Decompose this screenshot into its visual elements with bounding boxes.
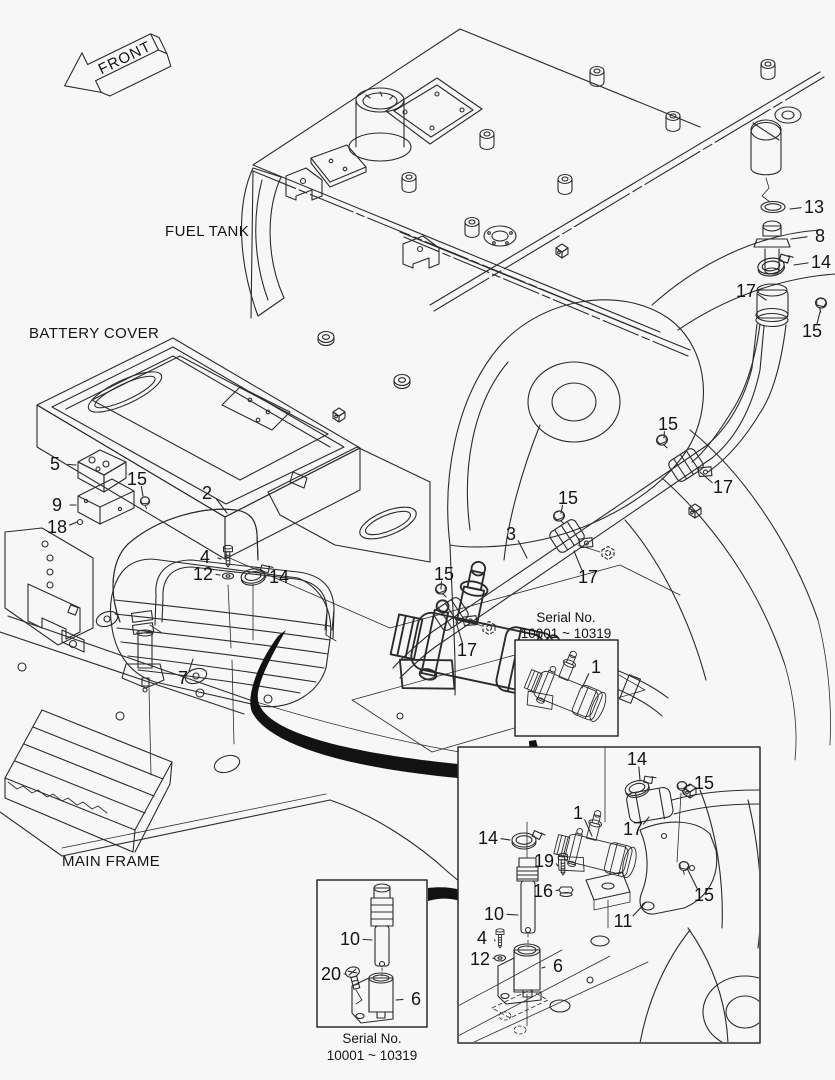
callout-label: 8: [815, 226, 825, 246]
section-label: FUEL TANK: [165, 223, 249, 240]
callout-leader: [140, 485, 144, 497]
detail-inset-right: [457, 746, 761, 1044]
callout-label: 14: [811, 252, 831, 272]
callout-label: 4: [200, 547, 210, 567]
callout-leader: [455, 621, 463, 644]
callout-label: 9: [52, 495, 62, 515]
callout-leader: [687, 783, 692, 787]
cooler-coil-drawing: [95, 508, 337, 708]
callout-leader: [395, 998, 404, 1001]
callout-label: 1: [573, 803, 583, 823]
callout-label: 17: [457, 640, 477, 660]
front-direction-arrow: FRONT: [64, 33, 172, 97]
callout-label: 17: [713, 477, 733, 497]
serial-note-line1: Serial No.: [342, 1031, 401, 1046]
callout-leader: [541, 966, 546, 969]
callout-leader: [215, 498, 228, 514]
callout-leader: [500, 838, 511, 841]
callout-label: 16: [533, 881, 553, 901]
callout-leader: [69, 521, 78, 526]
callout-leader: [642, 816, 650, 825]
callout-label: 18: [47, 517, 67, 537]
relay-box-and-bracket: [76, 449, 151, 526]
callout-leader: [215, 573, 221, 576]
callout-label: 14: [478, 828, 498, 848]
callout-leader: [793, 262, 809, 266]
callout-label: 17: [578, 567, 598, 587]
callout-leader: [555, 889, 560, 892]
callout-label: 12: [193, 564, 213, 584]
callout-leader: [517, 540, 528, 559]
fuel-hose-drawing: [392, 323, 765, 679]
flange-ring: [483, 225, 517, 247]
callout-label: 14: [269, 567, 289, 587]
callout-leader: [789, 207, 802, 210]
battery-cover-drawing: [36, 337, 431, 563]
elbow-fitting: [750, 119, 782, 176]
callout-label: 15: [802, 321, 822, 341]
callout-label: 14: [627, 749, 647, 769]
serial-note-line2: 10001 ~ 10319: [327, 1048, 417, 1063]
callout-leader: [362, 938, 373, 941]
callout-label: 2: [202, 483, 212, 503]
callout-leader: [573, 550, 583, 571]
serial-inset-pump: [514, 638, 620, 737]
callout-label: 12: [470, 949, 490, 969]
section-label: BATTERY COVER: [29, 325, 159, 342]
callout-leader: [67, 463, 77, 466]
callout-label: 4: [477, 928, 487, 948]
callout-label: 15: [658, 414, 678, 434]
callout-leader: [790, 236, 808, 240]
fuel-tank-drawing: [240, 28, 825, 519]
callout-label: 15: [694, 773, 714, 793]
callout-leader: [506, 913, 519, 916]
callout-leader: [638, 766, 641, 781]
callout-leader: [699, 471, 713, 484]
callout-label: 17: [623, 819, 643, 839]
serial-note-line2: 10001 ~ 10319: [521, 626, 611, 641]
boom-mount-drawing: [447, 229, 835, 761]
callout-label: 15: [558, 488, 578, 508]
callout-leader: [816, 311, 821, 325]
callout-leader: [555, 863, 559, 867]
callout-label: 15: [434, 564, 454, 584]
callout-leader: [687, 869, 698, 889]
section-label: MAIN FRAME: [62, 853, 160, 870]
callout-label: 10: [340, 929, 360, 949]
tank-outlet-fittings: [691, 200, 829, 473]
front-arrow-label: FRONT: [96, 38, 154, 78]
callout-leader: [632, 901, 647, 917]
callout-label: 13: [804, 197, 824, 217]
callout-label: 6: [411, 989, 421, 1009]
callout-label: 15: [694, 885, 714, 905]
callout-label: 17: [736, 281, 756, 301]
callout-leader: [757, 293, 767, 301]
callout-label: 20: [321, 964, 341, 984]
callout-label: 11: [614, 911, 633, 931]
callout-label: 3: [506, 524, 516, 544]
main-frame-drawing: [0, 527, 681, 883]
callout-leader: [560, 504, 564, 514]
callout-label: 19: [534, 851, 554, 871]
callout-leader: [188, 658, 194, 672]
callout-label: 7: [178, 668, 188, 688]
callout-label: 15: [127, 469, 147, 489]
callout-leader: [584, 819, 593, 837]
callout-label: 5: [50, 454, 60, 474]
serial-note-line1: Serial No.: [536, 610, 595, 625]
detail-inset-left: [316, 879, 428, 1028]
callout-leader: [217, 557, 222, 560]
callout-leader: [581, 673, 590, 689]
callout-label: 10: [484, 904, 504, 924]
callout-label: 1: [591, 657, 601, 677]
callout-label: 6: [553, 956, 563, 976]
